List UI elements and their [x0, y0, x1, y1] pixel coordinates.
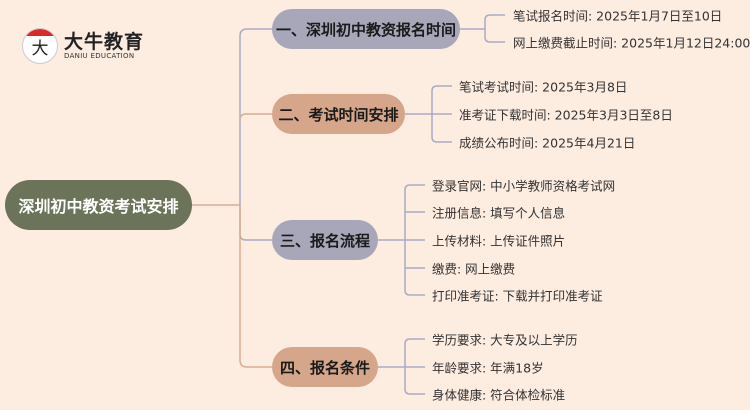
branch-node-3[interactable]: 三、报名流程	[272, 220, 378, 260]
leaf-item[interactable]: 网上缴费截止时间: 2025年1月12日24:00	[513, 35, 750, 51]
connector-branch-3	[239, 205, 272, 241]
leaf-item[interactable]: 年龄要求: 年满18岁	[432, 360, 544, 376]
leaf-item[interactable]: 笔试报名时间: 2025年1月7日至10日	[513, 8, 723, 24]
leaf-item[interactable]: 登录官网: 中小学教师资格考试网	[432, 178, 616, 194]
leaf-item[interactable]: 身体健康: 符合体检标准	[432, 387, 566, 403]
logo-icon: 大	[22, 28, 58, 64]
logo-en: DANIU EDUCATION	[64, 52, 135, 60]
connector-branch-4	[239, 205, 272, 368]
leaf-item[interactable]: 成绩公布时间: 2025年4月21日	[459, 135, 636, 151]
leaf-connectors-2	[405, 85, 452, 143]
center-node[interactable]: 深圳初中教资考试安排	[5, 180, 192, 230]
connector-branch-1	[239, 28, 272, 205]
logo: 大 大牛教育 DANIU EDUCATION	[22, 28, 144, 64]
branch-node-4[interactable]: 四、报名条件	[272, 347, 378, 387]
leaf-connectors-1	[460, 14, 505, 43]
branch-node-2[interactable]: 二、考试时间安排	[272, 94, 405, 134]
leaf-item[interactable]: 准考证下载时间: 2025年3月3日至8日	[459, 107, 673, 123]
leaf-item[interactable]: 缴费: 网上缴费	[432, 261, 516, 277]
connector-branch-2	[239, 113, 272, 121]
leaf-item[interactable]: 上传材料: 上传证件照片	[432, 233, 566, 249]
leaf-connectors-3	[378, 184, 425, 296]
logo-cn: 大牛教育	[64, 31, 145, 53]
leaf-item[interactable]: 学历要求: 大专及以上学历	[432, 332, 578, 348]
leaf-item[interactable]: 打印准考证: 下载并打印准考证	[432, 288, 603, 304]
branch-node-1[interactable]: 一、深圳初中教资报名时间	[272, 9, 460, 49]
leaf-item[interactable]: 笔试考试时间: 2025年3月8日	[459, 79, 628, 95]
leaf-item[interactable]: 注册信息: 填写个人信息	[432, 205, 566, 221]
leaf-connectors-4	[378, 338, 425, 395]
